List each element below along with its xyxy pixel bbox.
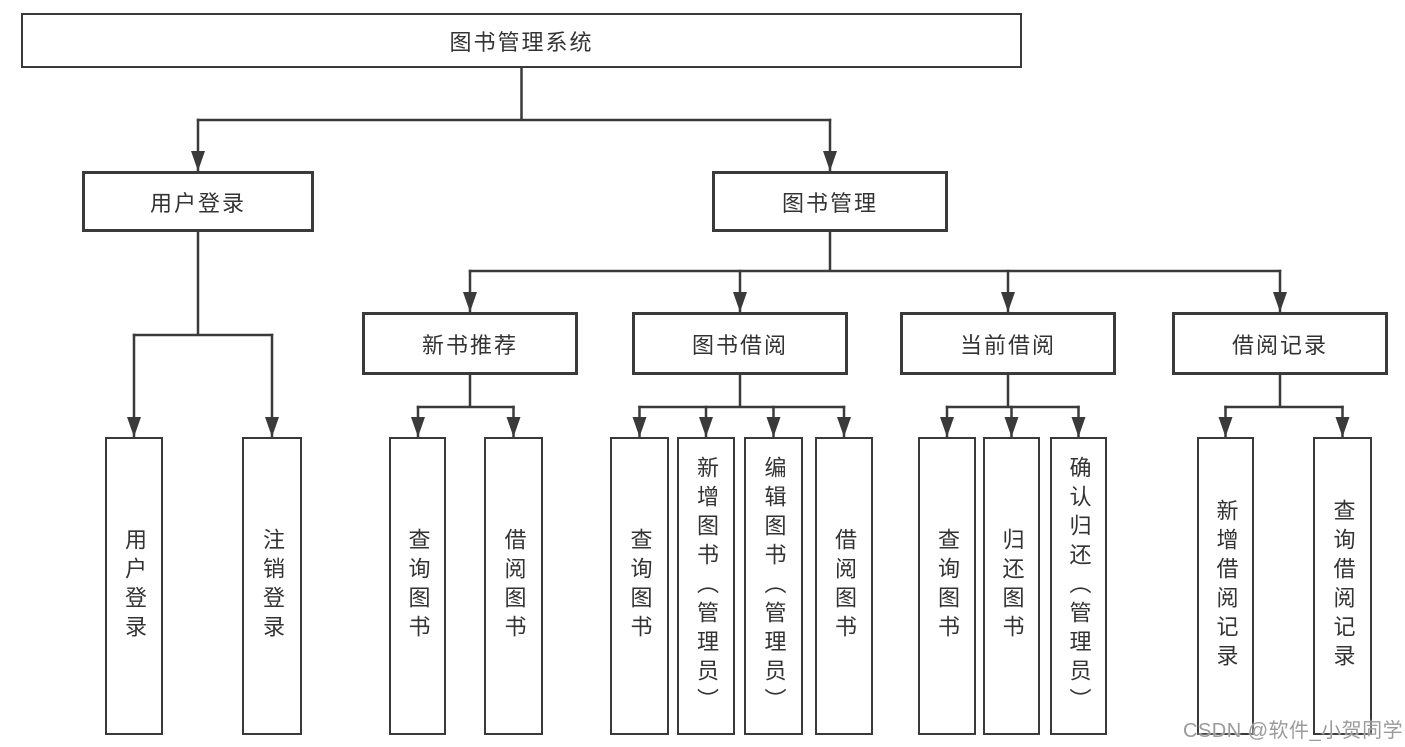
node-label: 借阅图书	[832, 528, 857, 644]
node-label: 归还图书	[999, 528, 1025, 644]
node-borrowing-records: 借阅记录	[1172, 312, 1388, 375]
node-new-book-recommendation: 新书推荐	[362, 312, 578, 375]
node-label: 查询图书	[627, 528, 653, 644]
node-label: 查询图书	[935, 528, 960, 644]
node-label: 注销登录	[260, 528, 285, 644]
node-label: 图书管理	[781, 190, 878, 216]
leaf-confirm-return-admin: 确认归还（管理员）	[1050, 437, 1107, 735]
leaf-edit-book-admin: 编辑图书（管理员）	[744, 437, 803, 735]
leaf-user-login: 用户登录	[105, 437, 163, 735]
node-label: 当前借阅	[959, 332, 1056, 358]
leaf-logout: 注销登录	[242, 437, 302, 735]
leaf-query-books-borrowing: 查询图书	[610, 437, 669, 735]
node-label: 编辑图书（管理员）	[761, 455, 787, 717]
leaf-borrow-books: 借阅图书	[815, 437, 873, 735]
leaf-borrow-books-recommend: 借阅图书	[484, 437, 543, 735]
node-label: 新增图书（管理员）	[694, 455, 719, 717]
node-book-management-module: 图书管理	[712, 171, 948, 232]
node-label: 新书推荐	[421, 332, 518, 358]
node-label: 借阅记录	[1231, 332, 1328, 358]
node-label: 用户登录	[149, 190, 246, 216]
leaf-return-books: 归还图书	[983, 437, 1040, 735]
node-label: 图书管理系统	[449, 29, 594, 55]
leaf-query-books-recommend: 查询图书	[389, 437, 446, 735]
node-label: 查询图书	[405, 528, 431, 644]
node-label: 新增借阅记录	[1213, 499, 1239, 673]
node-label: 图书借阅	[691, 332, 788, 358]
node-current-borrowing: 当前借阅	[900, 312, 1116, 375]
node-label: 查询借阅记录	[1330, 499, 1356, 673]
node-label: 确认归还（管理员）	[1066, 455, 1092, 717]
node-book-borrowing: 图书借阅	[632, 312, 848, 375]
leaf-query-borrow-record: 查询借阅记录	[1313, 437, 1372, 735]
leaf-add-borrow-record: 新增借阅记录	[1197, 437, 1254, 735]
node-label: 用户登录	[122, 528, 147, 644]
node-library-management-system: 图书管理系统	[21, 13, 1022, 68]
node-label: 借阅图书	[501, 528, 527, 644]
node-user-login-module: 用户登录	[82, 171, 314, 232]
leaf-query-books-current: 查询图书	[918, 437, 976, 735]
leaf-add-book-admin: 新增图书（管理员）	[677, 437, 735, 735]
